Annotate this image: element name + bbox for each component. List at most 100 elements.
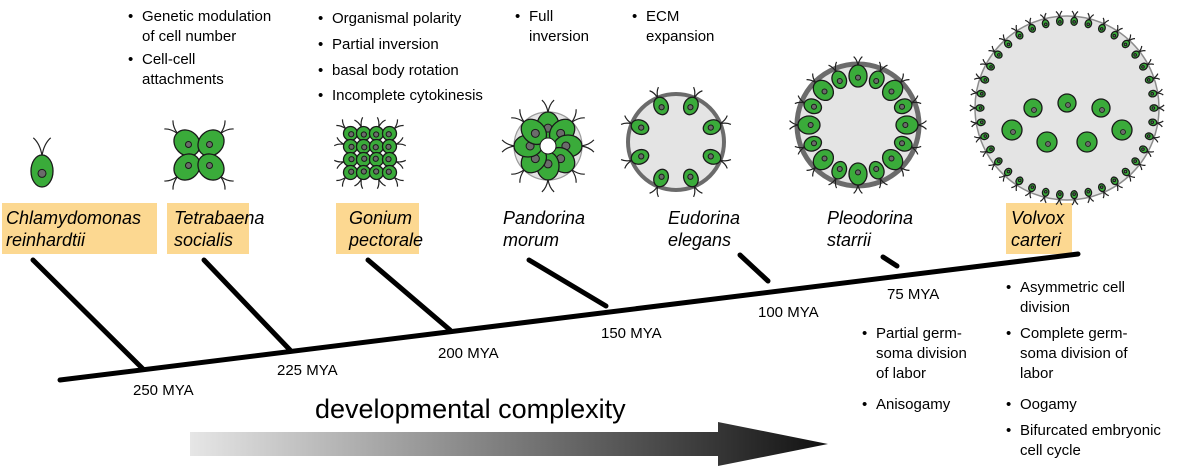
time-label-225: 225 MYA (277, 362, 338, 379)
time-label-150: 150 MYA (601, 325, 662, 342)
nucleus (348, 143, 355, 150)
tetrabaena-icon (164, 120, 234, 190)
flagellum (333, 143, 345, 147)
flagellum (376, 178, 380, 190)
flagellum (693, 90, 703, 99)
cell-icon (1097, 183, 1109, 199)
branch-chlamydomonas (30, 257, 146, 372)
nucleus (1086, 22, 1091, 27)
flagellum (541, 99, 549, 113)
species-label-pandorina-line2: morum (503, 230, 559, 250)
bullet-marker: • (1006, 396, 1011, 413)
nucleus (1112, 33, 1117, 38)
flagellum (172, 120, 179, 134)
flagellum (511, 169, 525, 175)
cell-icon (881, 148, 910, 177)
bullet-marker: • (1006, 422, 1011, 439)
innovation-text: inversion (529, 28, 589, 45)
cell-icon (973, 73, 990, 84)
bullet-marker: • (128, 51, 133, 68)
innovation-text: Genetic modulation (142, 8, 271, 25)
nucleus (888, 88, 895, 95)
nucleus (385, 168, 392, 175)
volvox-icon (969, 10, 1165, 206)
cell-icon (620, 115, 650, 136)
organism-illustrations (30, 10, 1165, 206)
bullet-marker: • (318, 36, 323, 53)
nucleus (530, 128, 540, 138)
nucleus (1072, 20, 1076, 24)
cell-icon (30, 137, 54, 188)
nucleus (997, 159, 1001, 163)
cell-icon (988, 45, 1003, 59)
cell-icon (1070, 190, 1079, 206)
cell-icon (979, 58, 995, 71)
cell-icon (895, 115, 927, 135)
cell-icon (893, 95, 922, 115)
cell-icon (1139, 145, 1155, 158)
flagellum (336, 137, 345, 145)
nucleus (638, 153, 645, 160)
cell-icon (368, 151, 385, 168)
innovation-text: Full (529, 8, 553, 25)
nucleus (1085, 141, 1091, 147)
time-labels: 250 MYA 225 MYA 200 MYA 150 MYA 100 MYA … (133, 286, 939, 399)
cell-icon (1148, 88, 1164, 98)
species-label-volvox-line2: carteri (1011, 230, 1062, 250)
cell-icon (381, 164, 404, 187)
flagellum (376, 116, 380, 128)
nucleus (997, 53, 1001, 57)
cell-icon (1039, 12, 1050, 29)
nucleus (989, 147, 993, 151)
species-label-volvox-line1: Volvox (1011, 208, 1065, 228)
highlight-box-volvox (1006, 203, 1072, 254)
time-label-75: 75 MYA (887, 286, 939, 303)
branch-eudorina (737, 252, 771, 284)
flagellum (220, 128, 234, 135)
cell-icon (806, 148, 835, 177)
pleodorina-icon (789, 56, 927, 194)
innovation-text: Partial germ- (876, 325, 962, 342)
species-label-pandorina-line1: Pandorina (503, 208, 585, 228)
nucleus (899, 140, 906, 147)
innovations-bottom: • Partial germ- soma division of labor •… (862, 279, 1161, 459)
innovation-text: Incomplete cytokinesis (332, 87, 483, 104)
nucleus (1030, 185, 1035, 189)
flagellum (541, 179, 549, 193)
nucleus (1150, 91, 1155, 96)
cell-icon (794, 95, 823, 115)
nucleus (37, 168, 47, 178)
cell-icon (354, 164, 372, 190)
cell-icon (988, 157, 1003, 171)
flagellum (395, 143, 407, 147)
nucleus (1006, 169, 1011, 174)
nucleus (983, 134, 988, 138)
cell-icon (1011, 24, 1024, 40)
nucleus (1133, 53, 1137, 57)
nucleus (810, 103, 817, 110)
flagellum (1015, 24, 1018, 33)
flagellum (336, 161, 345, 169)
cell-icon (197, 153, 234, 190)
species-label-eudorina-line2: elegans (668, 230, 731, 250)
nucleus (348, 156, 355, 163)
nucleus (1146, 134, 1151, 138)
flagellum (378, 178, 386, 187)
colony-lumen (539, 137, 557, 155)
flagellum (719, 115, 728, 125)
nucleus (1043, 189, 1048, 194)
species-label-eudorina-line1: Eudorina (668, 208, 740, 228)
cell-icon (1110, 24, 1123, 40)
species-labels: Chlamydomonas reinhardtii Tetrabaena soc… (6, 208, 1065, 250)
flagellum (1102, 190, 1105, 199)
cell-icon (970, 118, 986, 128)
innovation-text: Organismal polarity (332, 10, 462, 27)
cell-icon (381, 137, 407, 155)
branch-pandorina (526, 257, 609, 309)
innovation-text: Asymmetric cell (1020, 279, 1125, 296)
innovation-text: soma division (876, 345, 967, 362)
species-label-pleodorina-line1: Pleodorina (827, 208, 913, 228)
species-label-chlamydomonas-line1: Chlamydomonas (6, 208, 141, 228)
bullet-marker: • (632, 8, 637, 25)
innovation-text: Bifurcated embryonic (1020, 422, 1161, 439)
